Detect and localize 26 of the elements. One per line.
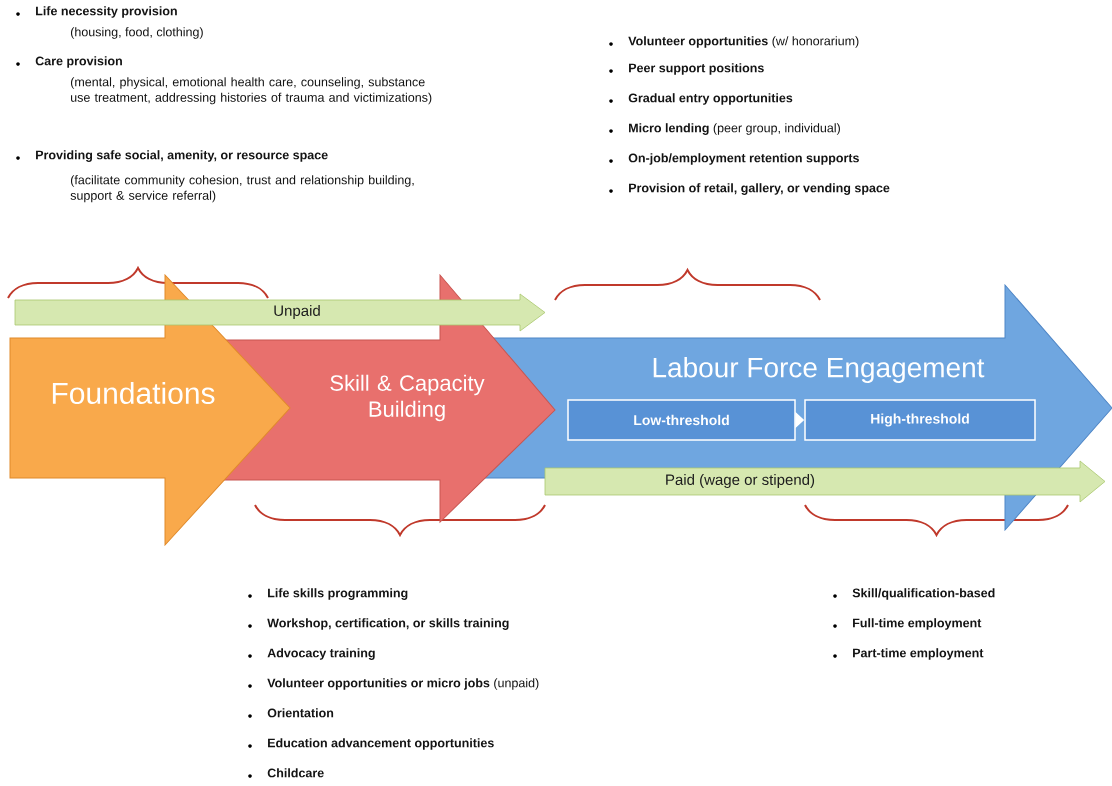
list-item: Gradual entry opportunities <box>628 93 793 105</box>
payment-banner: Paid (wage or stipend) <box>544 460 1106 503</box>
list-item: Providing safe social, amenity, or resource space <box>36 150 328 162</box>
list-item: Workshop, certification, or skills training <box>267 618 509 630</box>
list-item: Childcare <box>267 768 324 778</box>
stage-box: Low-threshold <box>567 399 796 441</box>
list-item: Part-time employment <box>853 648 984 660</box>
list-item: (facilitate community cohesion, trust and relationship building, support & service referral) <box>70 175 414 203</box>
list-item: Full-time employment <box>853 618 982 630</box>
list-item: Provision of retail, gallery, or vending space <box>629 183 890 195</box>
list-item: Advocacy training <box>267 648 375 660</box>
stage-box: High-threshold <box>804 399 1036 441</box>
list-item: Education advancement opportunities <box>268 738 494 750</box>
list-item: Volunteer opportunities (w/ honorarium) <box>628 36 859 48</box>
list-item: Peer support positions <box>629 63 764 75</box>
list-item: (housing, food, clothing) <box>71 27 203 39</box>
list-item: Care provision <box>35 56 122 68</box>
list-item: Orientation <box>267 708 334 718</box>
list-item: Micro lending (peer group, individual) <box>629 123 840 135</box>
list-item: On-job/employment retention supports <box>628 153 859 165</box>
list-item: Life skills programming <box>268 588 408 600</box>
list-item: Volunteer opportunities or micro jobs (unpaid) <box>267 678 539 690</box>
list-item: Skill/qualification-based <box>852 588 995 600</box>
list-item: Life necessity provision <box>36 6 177 18</box>
payment-banner: Unpaid <box>14 293 546 332</box>
list-item: (mental, physical, emotional health care, counseling, substance use treatment, addressing histories of trauma and victimizations) <box>71 77 432 105</box>
